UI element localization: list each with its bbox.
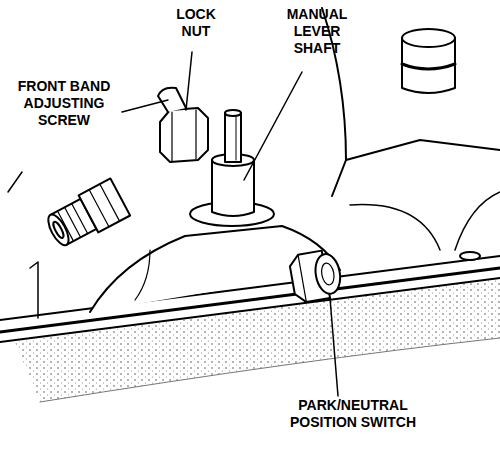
pan-flange-line [0,278,500,342]
switch-terminal [320,262,336,286]
case-boss-shading [135,250,150,300]
case-cap-top [402,29,455,47]
case-edge [30,262,38,318]
part-label: LOCK NUT [165,6,227,40]
case-edge [8,172,22,192]
oil-pan-edge [40,338,500,402]
lever-shaft-top [225,110,241,116]
case-wall [350,205,440,250]
lever-shaft-flat [236,116,237,160]
case-wall [346,140,500,160]
lever-shaft [225,113,241,162]
case-boss [90,226,340,312]
adjusting-screw [158,88,186,112]
case-cap-band [402,64,455,69]
lock-nut-facets [172,110,196,161]
cooler-fitting [42,178,130,251]
leader-line [330,298,338,396]
leader-line [244,72,302,180]
fitting-hex-facets [89,184,119,227]
shaft-boss [212,160,254,216]
position-switch [288,248,344,304]
lock-nut [160,108,208,162]
leader-line [122,100,168,112]
fitting-hex [79,178,131,232]
flange-bolt [460,252,480,260]
part-label: FRONT BAND ADJUSTING SCREW [5,78,123,129]
part-label: MANUAL LEVER SHAFT [278,6,356,57]
case-wall [455,192,500,250]
part-label: PARK/NEUTRAL POSITION SWITCH [278,397,428,431]
switch-face [313,252,344,296]
oil-pan-body [15,278,500,402]
fitting-bore [52,220,66,239]
leader-line [186,52,192,110]
switch-hex-facet [298,255,306,302]
fitting-end [44,212,72,249]
